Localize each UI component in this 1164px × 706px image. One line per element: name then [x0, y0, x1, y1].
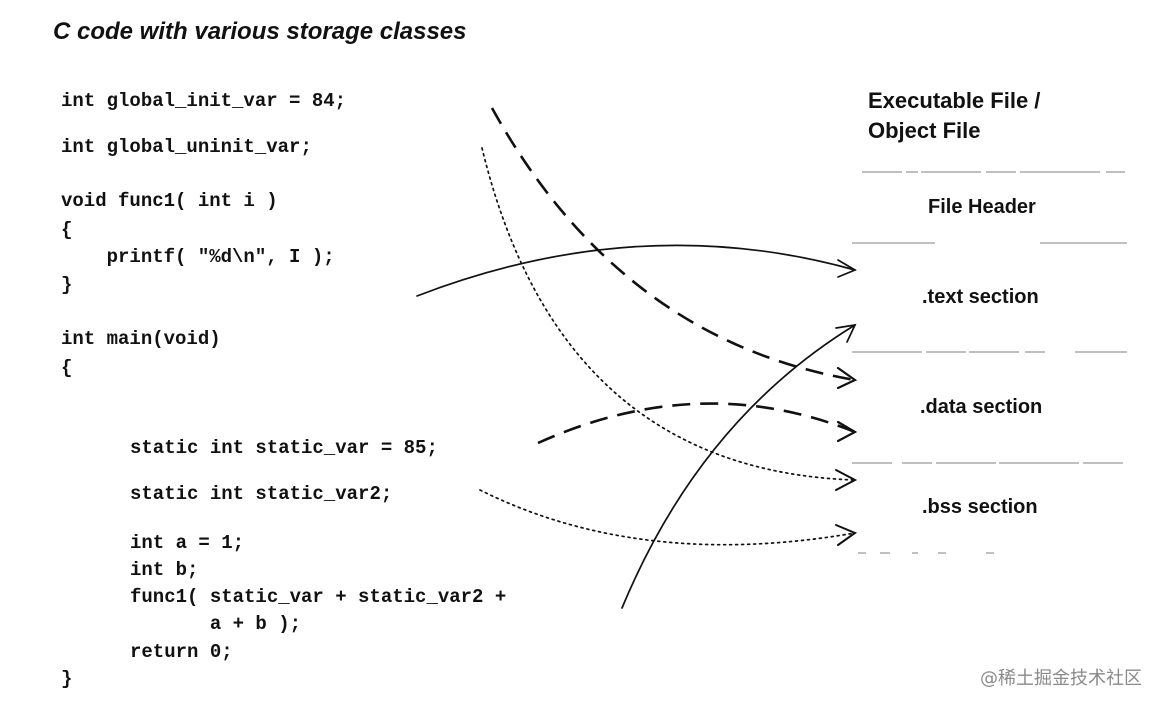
- arrowhead-global-init-to-data: [836, 366, 858, 390]
- arrowhead-func1-to-text: [837, 259, 857, 278]
- executable-file-title: Executable File / Object File: [868, 86, 1040, 146]
- executable-title-line1: Executable File /: [868, 88, 1041, 113]
- diagram-title: C code with various storage classes: [53, 18, 467, 45]
- arrow-global-uninit-to-bss: [481, 147, 856, 481]
- watermark: @稀土掘金技术社区: [980, 668, 1142, 689]
- code-line-static-var2: static int static_var2;: [130, 483, 393, 505]
- arrowhead-global-uninit-to-bss: [835, 469, 858, 491]
- section-bss: .bss section: [922, 496, 1038, 518]
- code-line-local-a: int a = 1;: [130, 532, 245, 554]
- code-line-return: return 0;: [130, 641, 233, 663]
- arrowhead-static-var2-to-bss: [835, 524, 858, 546]
- arrowhead-main-to-text: [835, 323, 857, 343]
- arrowhead-static-var-to-data: [836, 420, 858, 443]
- section-text: .text section: [922, 286, 1039, 308]
- arrow-static-var-to-data: [537, 402, 856, 445]
- code-line-printf: printf( "%d\n", I );: [61, 246, 335, 268]
- arrow-func1-to-text: [416, 244, 856, 297]
- code-line-func1-call: func1( static_var + static_var2 +: [130, 586, 507, 608]
- arrow-static-var2-to-bss: [479, 489, 856, 546]
- code-line-func1-call-cont: a + b );: [130, 613, 302, 635]
- code-line-main-close-brace: }: [61, 668, 73, 690]
- code-line-main-open-brace: {: [61, 357, 73, 379]
- code-line-func1-close-brace: }: [61, 274, 73, 296]
- code-line-static-var: static int static_var = 85;: [130, 437, 438, 459]
- section-data: .data section: [920, 396, 1043, 418]
- arrow-main-to-text: [621, 324, 856, 609]
- code-line-main-signature: int main(void): [61, 328, 221, 350]
- section-file-header: File Header: [928, 196, 1036, 218]
- executable-title-line2: Object File: [868, 118, 981, 143]
- code-line-func1-signature: void func1( int i ): [61, 190, 278, 212]
- arrow-global-init-to-data: [490, 107, 856, 382]
- code-line-global-uninit: int global_uninit_var;: [61, 136, 312, 158]
- code-line-local-b: int b;: [130, 559, 199, 581]
- code-line-func1-open-brace: {: [61, 219, 73, 241]
- code-line-global-init: int global_init_var = 84;: [61, 90, 347, 112]
